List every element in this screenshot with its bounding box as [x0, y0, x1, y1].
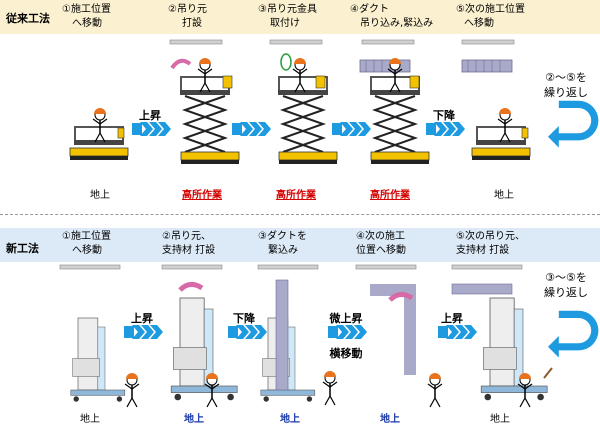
old-step-4: ④ダクト吊り込み,緊込み — [350, 4, 434, 29]
new-method-label: 新工法 — [6, 242, 39, 255]
new-step-1: ①施工位置へ移動 — [62, 231, 111, 256]
old-action-2: 下降 — [433, 109, 455, 122]
old-step-2: ②吊り元打設 — [168, 4, 207, 29]
old-step-1: ①施工位置へ移動 — [62, 4, 111, 29]
new-action-5: 上昇 — [441, 312, 463, 325]
new-action-2: 下降 — [233, 312, 255, 325]
new-action-1: 上昇 — [131, 312, 153, 325]
new-action-3: 微上昇 — [329, 312, 363, 325]
old-repeat-arrow — [548, 100, 599, 148]
new-arrow-4 — [438, 325, 477, 339]
old-method-label: 従来工法 — [6, 12, 50, 25]
old-action-1: 上昇 — [139, 109, 161, 122]
new-repeat-label: ③～⑤を繰り返し — [544, 271, 588, 299]
new-ground-2: 地上 — [184, 414, 204, 425]
new-step-2: ②吊り元、支持材 打設 — [162, 231, 216, 256]
old-arrow-3 — [332, 122, 371, 136]
new-ground-4: 地上 — [380, 414, 400, 425]
section-divider — [0, 214, 600, 215]
old-repeat-label: ②～⑤を繰り返し — [544, 71, 588, 99]
old-step1-worker — [92, 107, 108, 143]
new-arrow-3 — [328, 325, 367, 339]
new-repeat-arrow — [548, 310, 599, 358]
new-step-4: ④次の施工位置へ移動 — [356, 231, 406, 256]
old-method-header-band — [0, 0, 600, 34]
new-method-header-band — [0, 228, 600, 262]
old-ground-1: 地上 — [90, 190, 110, 201]
new-step-5: ⑤次の吊り元、支持材 打設 — [456, 231, 525, 256]
new-arrow-1 — [124, 325, 163, 339]
new-action-4: 横移動 — [329, 347, 363, 360]
old-step-5: ⑤次の施工位置へ移動 — [456, 4, 525, 29]
new-arrow-2 — [228, 325, 267, 339]
old-ground-2: 高所作業 — [182, 190, 222, 201]
old-arrow-1 — [132, 122, 171, 136]
old-step-3: ③吊り元金具取付け — [258, 4, 317, 29]
old-ground-5: 地上 — [494, 190, 514, 201]
new-ground-3: 地上 — [280, 414, 300, 425]
new-step-3: ③ダクトを繋込み — [258, 231, 307, 256]
new-ground-1: 地上 — [80, 414, 100, 425]
old-arrow-2 — [232, 122, 271, 136]
old-ground-3: 高所作業 — [276, 190, 316, 201]
old-ground-4: 高所作業 — [370, 190, 410, 201]
new-ground-5: 地上 — [490, 414, 510, 425]
old-arrow-4 — [426, 122, 465, 136]
